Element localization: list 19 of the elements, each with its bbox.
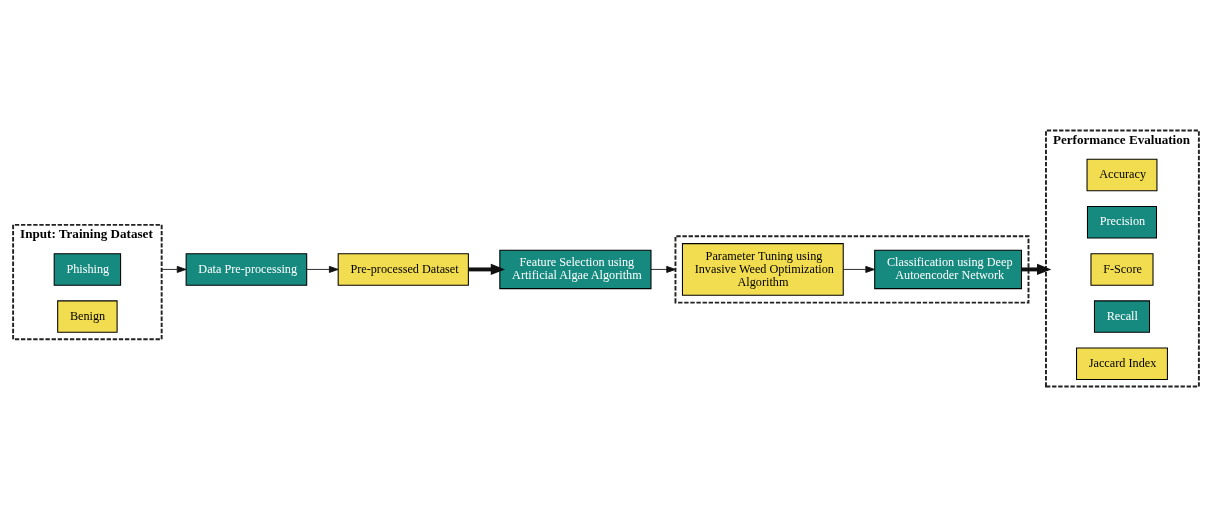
node-box: Feature Selection using Artificial Algae Algorithm	[499, 249, 652, 289]
arrow	[1021, 263, 1052, 275]
node-box: Recall	[1093, 299, 1151, 333]
arrow	[306, 265, 339, 273]
node-box: Pre-processed Dataset	[337, 252, 469, 286]
node-box: Data Pre-processing	[185, 252, 308, 286]
node-box: Accuracy	[1086, 158, 1158, 191]
node-box: Classification using Deep Autoencoder Network	[874, 249, 1023, 289]
arrow	[842, 265, 875, 273]
node-box: F-Score	[1090, 252, 1154, 286]
arrow	[650, 265, 676, 273]
node-box: Phishing	[53, 252, 122, 286]
node-box: Benign	[57, 299, 118, 333]
node-box: Parameter Tuning using Invasive Weed Optimization Algorithm	[681, 242, 844, 296]
node-box: Precision	[1086, 205, 1158, 238]
arrow	[161, 265, 187, 273]
node-box: Jaccard Index	[1076, 347, 1168, 380]
arrow	[468, 263, 506, 275]
cluster	[674, 234, 1030, 304]
